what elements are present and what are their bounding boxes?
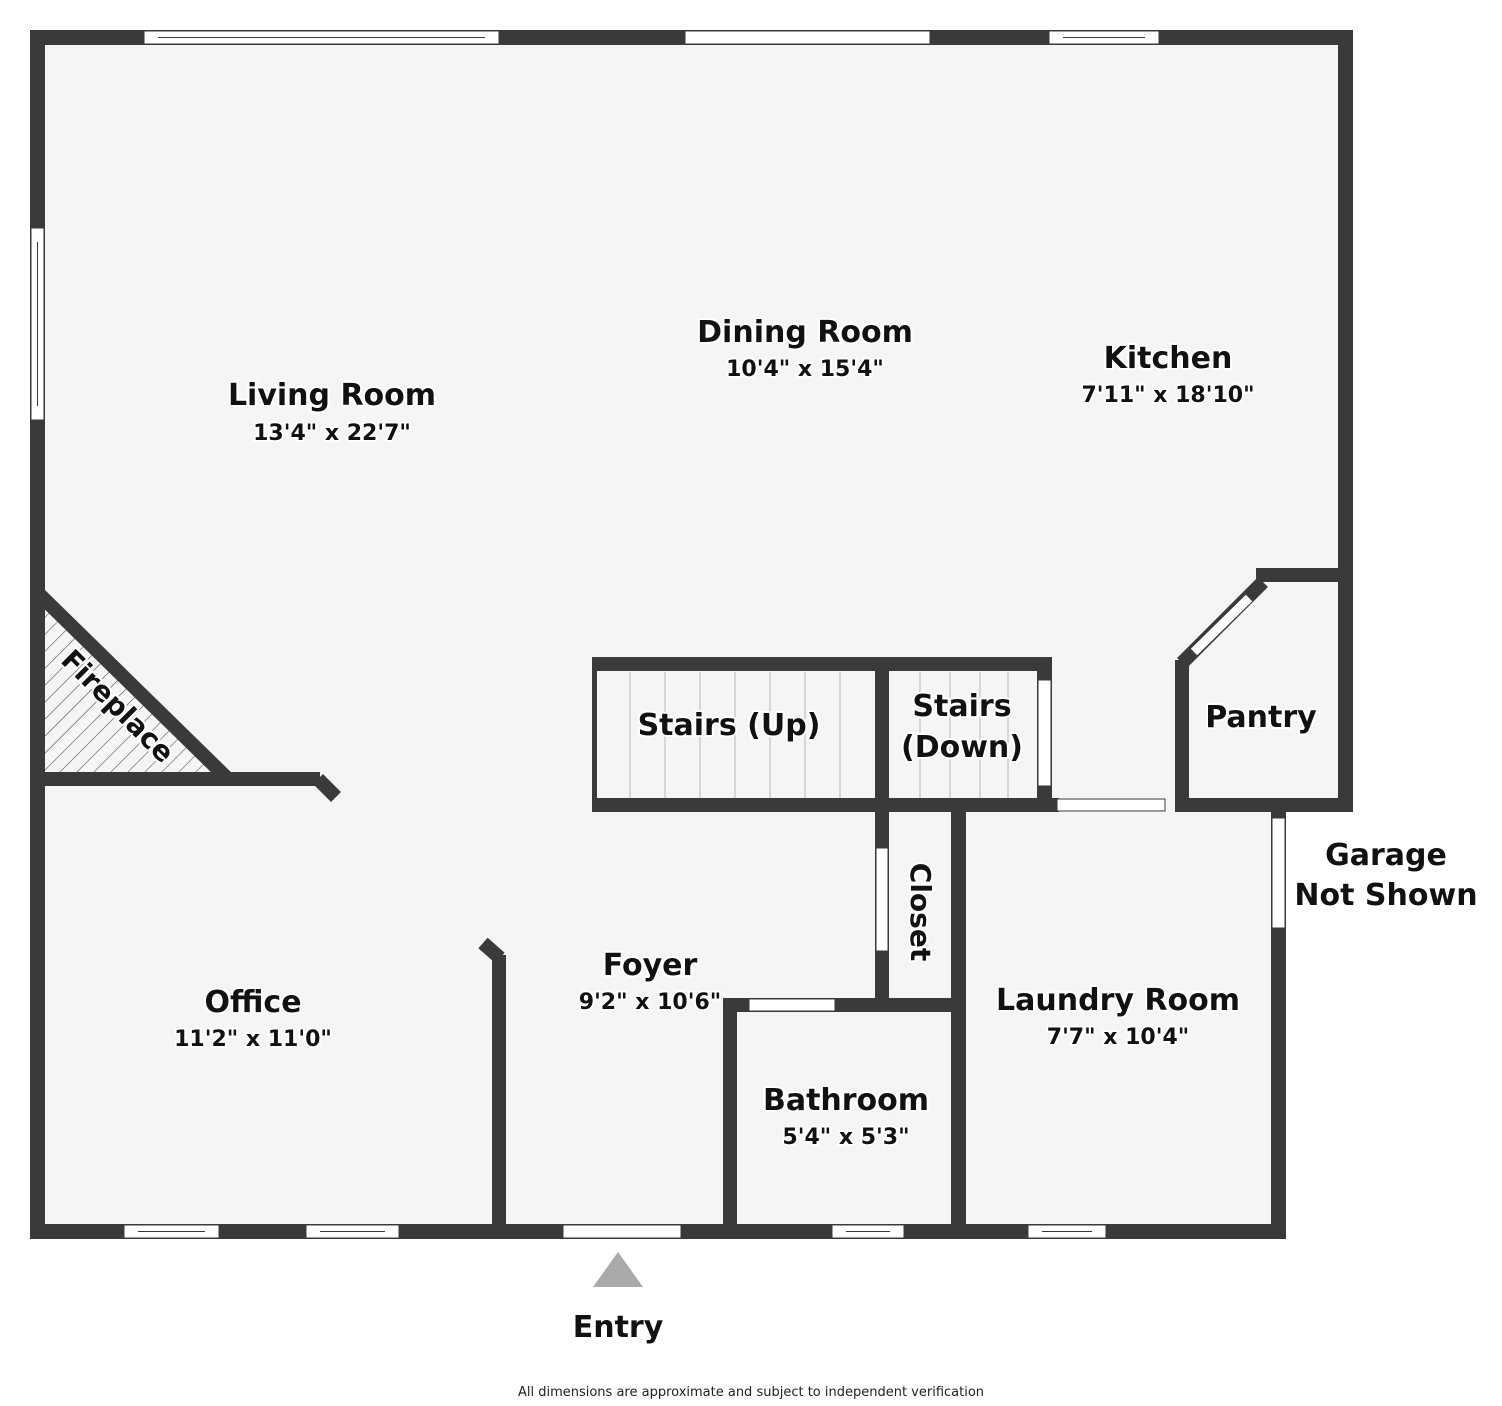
wall-pantry-left xyxy=(1175,660,1189,812)
bathroom-door-opening xyxy=(748,998,836,1012)
wall-right-upper xyxy=(1338,30,1353,812)
garage-label-line2: Not Shown xyxy=(1294,878,1477,913)
stairs-up-treads xyxy=(629,672,841,798)
dining-room-name: Dining Room xyxy=(697,315,913,350)
closet-door-opening xyxy=(875,847,889,952)
pantry-name: Pantry xyxy=(1205,700,1317,735)
wall-stairs-left xyxy=(592,657,597,812)
wall-office-top xyxy=(30,772,320,786)
stairs-down-opening xyxy=(1037,679,1052,787)
wall-office-right-cap xyxy=(478,937,505,964)
closet-label: Closet xyxy=(904,863,937,961)
wall-stairs-bottom xyxy=(592,798,1059,812)
room-labels: Living Room 13'4" x 22'7" Dining Room 10… xyxy=(53,313,1478,1400)
laundry-top-opening xyxy=(1056,798,1166,812)
garage-label-line1: Garage xyxy=(1325,838,1447,873)
office-dims: 11'2" x 11'0" xyxy=(174,1027,332,1052)
living-room-name: Living Room xyxy=(228,378,436,413)
wall-fireplace-diagonal xyxy=(32,586,233,785)
wall-office-right xyxy=(492,955,506,1239)
bathroom-name: Bathroom xyxy=(763,1083,929,1118)
windows xyxy=(30,30,1286,1239)
garage-door-opening xyxy=(1271,817,1286,929)
office-name: Office xyxy=(204,985,301,1020)
wall-stairs-divider xyxy=(875,657,889,812)
foyer-name: Foyer xyxy=(603,948,698,983)
bathroom-dims: 5'4" x 5'3" xyxy=(782,1125,909,1150)
wall-pantry-top xyxy=(1256,568,1346,582)
foyer-dims: 9'2" x 10'6" xyxy=(579,990,721,1015)
floor-area xyxy=(38,38,1345,1232)
entry-door-opening xyxy=(562,1224,682,1239)
wall-stairs-top xyxy=(592,657,1052,671)
living-room-dims: 13'4" x 22'7" xyxy=(253,421,411,446)
floor-main xyxy=(38,38,1345,805)
wall-closet-bottom xyxy=(875,998,965,1012)
stairs-down-label-line1: Stairs xyxy=(912,689,1011,724)
stairs-up-label: Stairs (Up) xyxy=(638,708,821,743)
laundry-room-dims: 7'7" x 10'4" xyxy=(1047,1025,1189,1050)
stairs-down-treads xyxy=(919,672,1009,798)
window-top-dining xyxy=(684,30,931,45)
entry-label: Entry xyxy=(573,1310,664,1345)
dining-room-dims: 10'4" x 15'4" xyxy=(726,357,884,382)
kitchen-dims: 7'11" x 18'10" xyxy=(1081,383,1254,408)
wall-pantry-bottom xyxy=(1175,798,1353,812)
wall-office-nub xyxy=(313,774,341,802)
stairs-down-label-line2: (Down) xyxy=(901,730,1023,765)
entry-arrow-icon xyxy=(593,1252,643,1287)
laundry-room-name: Laundry Room xyxy=(996,983,1240,1018)
kitchen-name: Kitchen xyxy=(1104,341,1233,376)
pantry-door-opening xyxy=(1190,594,1253,656)
disclaimer-text: All dimensions are approximate and subje… xyxy=(518,1385,984,1400)
wall-closet-right xyxy=(951,800,966,1239)
wall-bathroom-left xyxy=(723,998,737,1239)
wall-left xyxy=(30,30,45,1239)
floor-lower xyxy=(38,800,1280,1232)
